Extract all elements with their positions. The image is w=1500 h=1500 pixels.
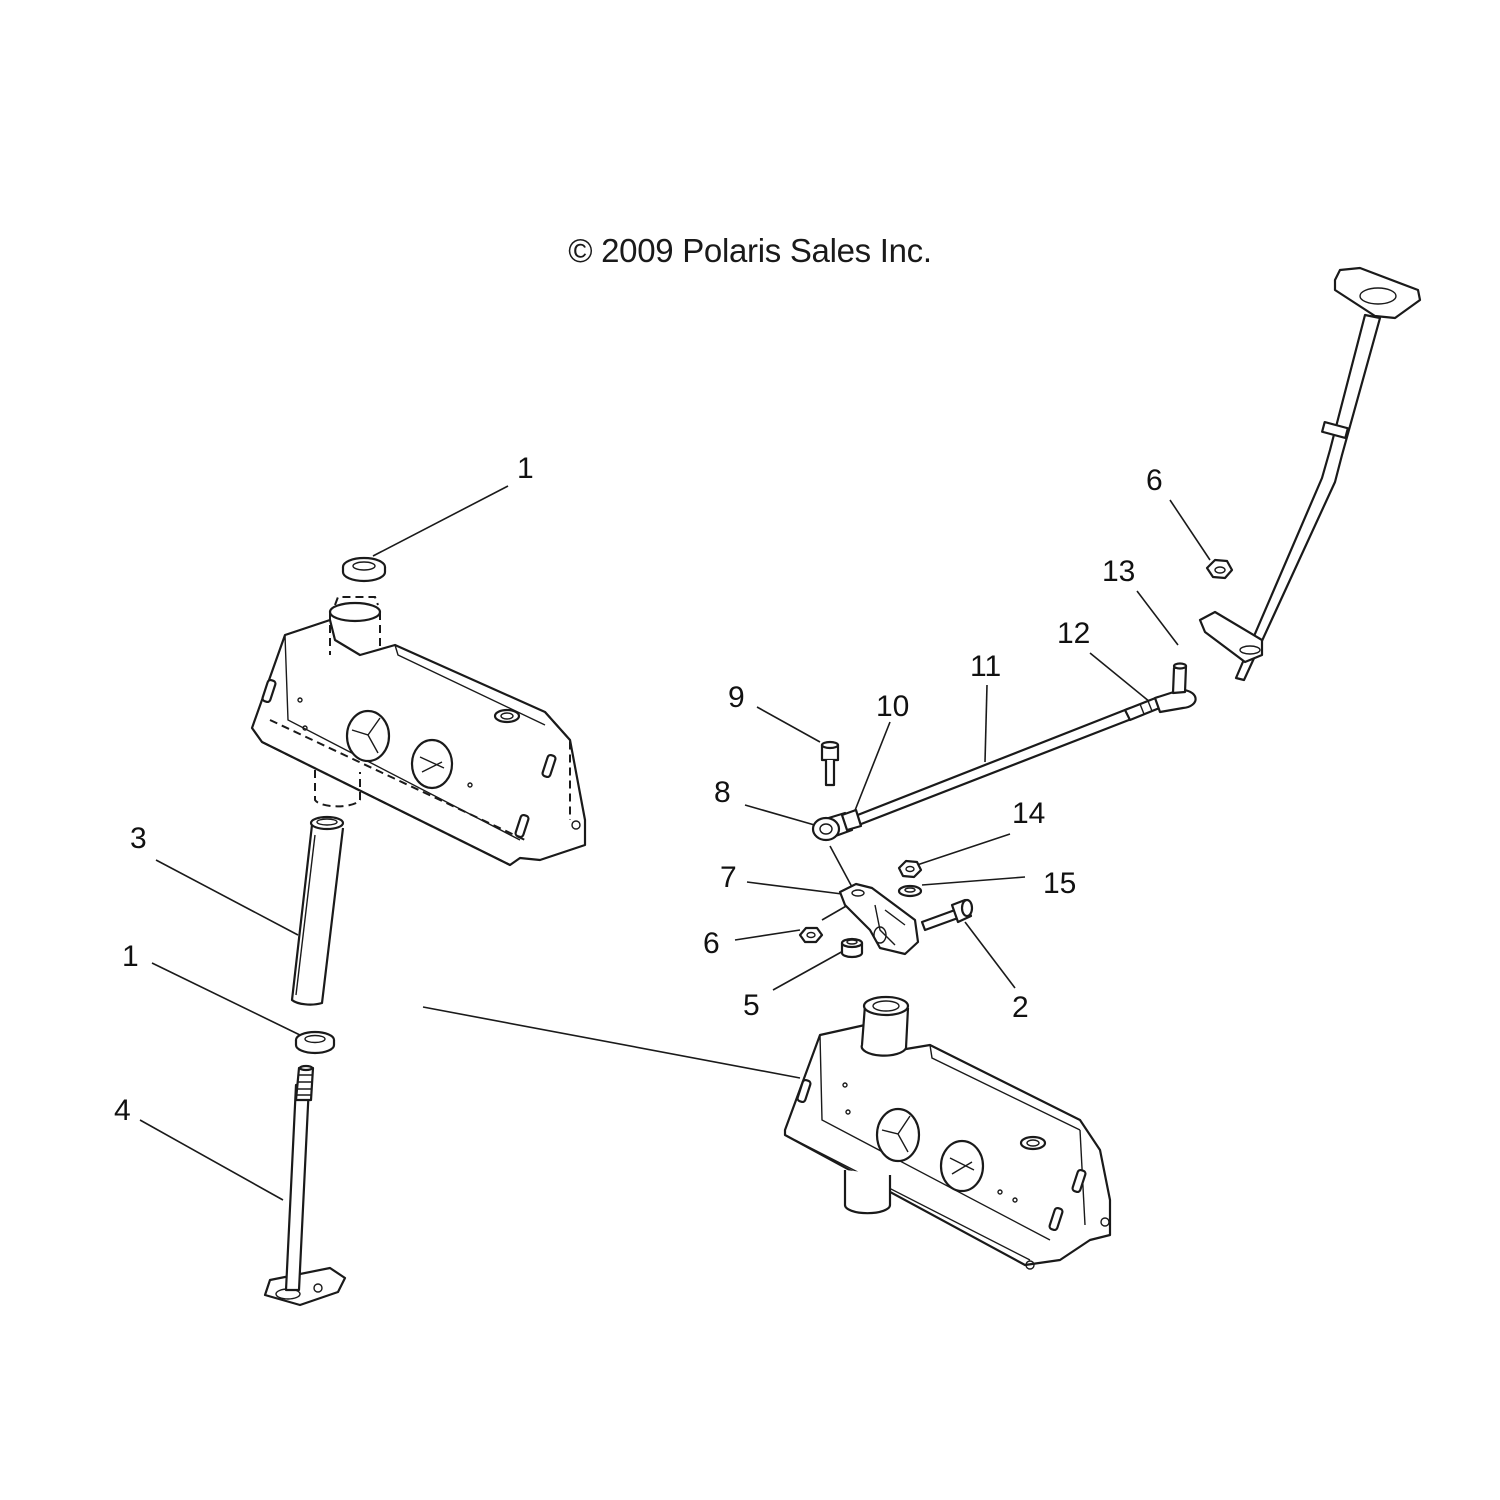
callout-9: 9 xyxy=(728,681,745,714)
rod-end-part-8 xyxy=(811,808,863,842)
leader-10 xyxy=(851,721,891,819)
leader-1-top xyxy=(372,485,509,557)
leader-11 xyxy=(984,684,988,763)
leader-lines xyxy=(139,485,1211,1201)
leader-9 xyxy=(756,706,821,743)
leader-2 xyxy=(964,921,1016,989)
leader-1-bottom xyxy=(151,962,303,1037)
leader-15 xyxy=(921,876,1026,886)
washer-part-15 xyxy=(897,884,923,898)
leader-7-b xyxy=(821,904,849,921)
callout-4: 4 xyxy=(114,1094,131,1127)
copyright-notice: © 2009 Polaris Sales Inc. xyxy=(568,232,932,269)
leader-4 xyxy=(139,1119,284,1201)
callout-6-left: 6 xyxy=(703,927,720,960)
callout-1-bottom: 1 xyxy=(122,940,139,973)
bolt-part-2 xyxy=(920,898,974,932)
frame-assembly-lower xyxy=(783,995,1112,1270)
leader-6-left xyxy=(734,929,801,941)
nut-part-14 xyxy=(897,859,923,879)
leader-7 xyxy=(746,881,851,896)
leader-8-to-7 xyxy=(829,845,853,888)
leader-5 xyxy=(772,949,846,991)
callout-11: 11 xyxy=(970,650,1001,683)
callout-12: 12 xyxy=(1057,617,1090,650)
callout-5: 5 xyxy=(743,989,760,1022)
callout-8: 8 xyxy=(714,776,731,809)
nut-part-6-upper xyxy=(1205,558,1234,580)
callout-2: 2 xyxy=(1012,991,1029,1024)
leader-6-right xyxy=(1169,499,1211,561)
washer-part-1-bottom xyxy=(294,1030,336,1055)
callout-15: 15 xyxy=(1043,867,1076,900)
steering-column-assembly xyxy=(1198,266,1422,682)
nut-part-6-lower xyxy=(798,926,824,944)
bolt-part-9 xyxy=(820,740,840,787)
callout-7: 7 xyxy=(720,861,737,894)
washer-part-1-top xyxy=(341,556,387,583)
frame-assembly-upper-ghost xyxy=(250,596,587,867)
callout-6-right: 6 xyxy=(1146,464,1163,497)
tie-rod-end-part-13 xyxy=(1153,662,1197,714)
leader-3 xyxy=(155,859,299,936)
callout-labels: 1 3 1 4 6 13 12 11 10 9 8 14 15 7 6 5 2 xyxy=(114,452,1163,1127)
callout-13: 13 xyxy=(1102,555,1135,588)
leader-13 xyxy=(1136,590,1179,646)
leader-8 xyxy=(744,804,819,827)
leader-14 xyxy=(916,833,1011,866)
callout-3: 3 xyxy=(130,822,147,855)
steering-post-part-4 xyxy=(263,1064,347,1307)
callout-14: 14 xyxy=(1012,797,1045,830)
bearing-tube-part-3 xyxy=(290,815,345,1006)
leader-frame-assembly xyxy=(422,1006,801,1079)
callout-10: 10 xyxy=(876,690,909,723)
callout-1-top: 1 xyxy=(517,452,534,485)
bolt-part-5 xyxy=(840,937,864,959)
pitman-arm-part-7 xyxy=(838,882,920,956)
leader-12 xyxy=(1089,652,1151,703)
